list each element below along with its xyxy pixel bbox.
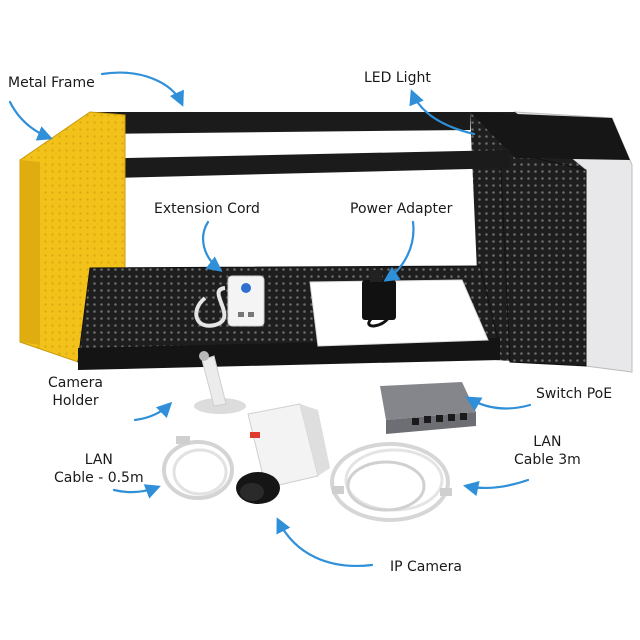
top-rail-back [90,112,470,134]
arrow-extension-cord [202,220,223,272]
arrow-power-adapter [383,220,415,282]
arrow-camera-holder [133,401,173,422]
arrow-metal-frame-1 [8,100,53,141]
metal-frame [19,111,633,373]
camera-holder [194,351,246,414]
label-camera-holder: Camera Holder [48,375,103,409]
label-led-light: LED Light [364,70,431,86]
lan-cable-short [162,436,234,500]
top-rail-front [32,150,510,180]
lan-cable-long [330,442,452,522]
label-power-adapter: Power Adapter [350,201,453,217]
label-switch-poe: Switch PoE [536,386,613,402]
arrow-led-light [409,89,476,136]
callout-arrows [8,71,532,567]
extension-cord [194,275,265,328]
arrow-lan-long [462,478,530,497]
label-extension-cord: Extension Cord [154,201,260,217]
arrow-metal-frame-2 [100,71,184,107]
label-lan-short: LAN Cable - 0.5m [54,452,144,486]
frame-top-black [470,112,630,160]
arrow-lan-short [112,484,161,499]
arrow-ip-camera [276,517,374,567]
label-ip-camera: IP Camera [390,559,462,575]
ip-camera [236,403,330,504]
mounting-board [309,279,489,347]
switch-poe [380,382,476,434]
power-adapter [362,270,396,328]
arrow-switch-poe [465,396,532,411]
label-lan-long: LAN Cable 3m [514,434,581,468]
label-metal-frame: Metal Frame [8,75,95,91]
